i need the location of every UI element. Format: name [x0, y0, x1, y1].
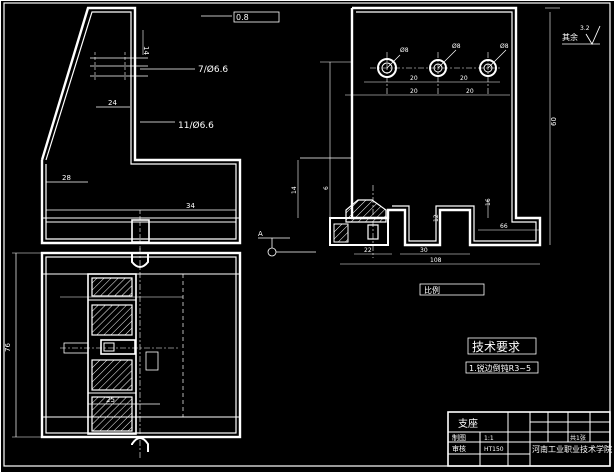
- right-dim-2: 16: [485, 198, 492, 206]
- dim-width-2: 28: [62, 174, 71, 182]
- plan-height-dim: 76: [4, 343, 12, 352]
- section-a-leader: [258, 237, 316, 257]
- hole-label-1: Ø8: [400, 47, 409, 54]
- dim-counterbore-callout: 11/Ø6.6: [178, 120, 214, 131]
- callout-box-top: [233, 11, 280, 23]
- dim-holes-callout: 7/Ø6.6: [198, 64, 228, 75]
- tech-title: 技术要求: [472, 340, 520, 354]
- dim-top-callout: 0.8: [236, 13, 249, 22]
- title-block-material: HT150: [484, 446, 504, 453]
- section-a-label: A: [258, 230, 263, 238]
- title-block-name: 支座: [458, 417, 478, 430]
- hole-label-2: Ø8: [452, 43, 461, 50]
- front-view: [40, 6, 242, 250]
- title-block-sheet: 共1张: [570, 434, 586, 442]
- bottom-dim-2: 30: [420, 247, 428, 254]
- bottom-dim-1: 22: [364, 247, 372, 254]
- plan-center-label: 25: [106, 396, 115, 404]
- hole-label-3: Ø8: [500, 43, 509, 50]
- tech-title-box: [467, 337, 537, 355]
- bottom-dim-3: 66: [500, 223, 508, 230]
- caption-box: [419, 283, 485, 296]
- title-block-scale: 1:1: [484, 435, 494, 442]
- caption-text: 比例: [424, 285, 440, 295]
- left-dim-2: 6: [323, 186, 330, 190]
- title-block-school: 河南工业职业技术学院: [532, 444, 612, 454]
- title-block: [447, 411, 611, 467]
- right-dim-1: 12: [433, 214, 440, 222]
- spacing-dim-2: 20: [460, 75, 468, 82]
- overall-height-dim: 60: [550, 117, 558, 126]
- tech-item: 1.锐边倒钝R3~5: [469, 363, 531, 373]
- bottom-dim-4: 108: [430, 257, 442, 264]
- dim-width-3: 34: [186, 202, 195, 210]
- spacing-dim-3: 20: [410, 88, 418, 95]
- plan-view: [12, 248, 242, 460]
- spacing-dim-1: 20: [410, 75, 418, 82]
- title-block-row-2: 审核: [452, 444, 466, 453]
- inner-frame: [3, 2, 611, 467]
- dim-width-1: 24: [108, 99, 117, 107]
- side-view: [297, 6, 601, 265]
- title-block-row-1: 制图: [452, 433, 466, 442]
- left-dim-1: 14: [291, 186, 298, 194]
- dim-height: 14: [142, 46, 150, 55]
- spacing-dim-4: 20: [466, 88, 474, 95]
- roughness-label: 其余: [562, 32, 578, 42]
- tech-item-box: [465, 361, 539, 374]
- roughness-value: 3.2: [580, 25, 590, 32]
